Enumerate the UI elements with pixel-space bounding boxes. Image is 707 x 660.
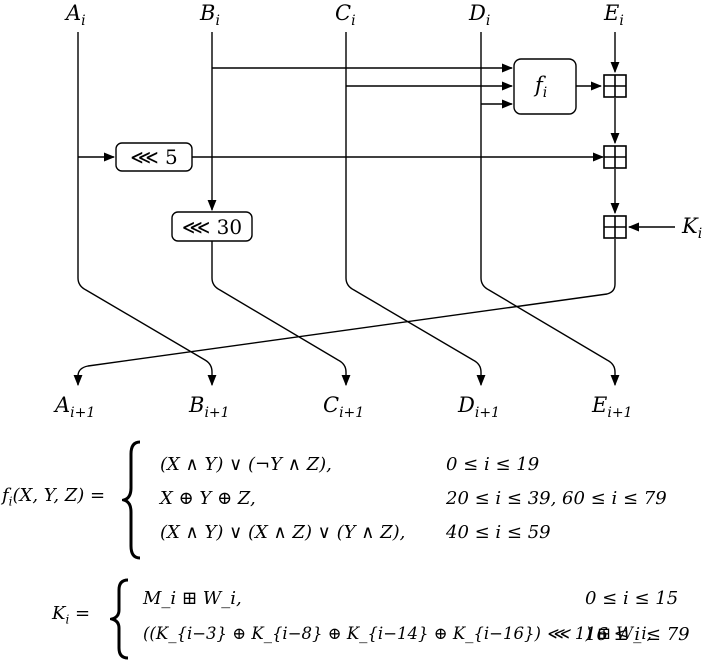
line-d (480, 32, 620, 387)
f-function-box: fi (513, 58, 577, 115)
f-box-label: fi (533, 73, 547, 101)
f-def-lhs: fi(X, Y, Z) = (2, 485, 106, 509)
output-label-e: Ei+1 (591, 393, 632, 421)
output-label-b: Bi+1 (188, 393, 230, 421)
f-case-3-expr: (X ∧ Y) ∨ (X ∧ Z) ∨ (Y ∧ Z), (160, 522, 406, 543)
output-label-c: Ci+1 (323, 393, 364, 421)
k-case-1-expr: M_i ⊞ W_i, (143, 588, 242, 609)
k-input-label: Ki (681, 214, 702, 242)
adder-3 (603, 215, 627, 239)
k-case-1-cond: 0 ≤ i ≤ 15 (585, 588, 679, 609)
adder-2 (603, 145, 627, 169)
f-case-2-cond: 20 ≤ i ≤ 39, 60 ≤ i ≤ 79 (446, 488, 667, 509)
k-def-lhs: Ki = (52, 603, 91, 627)
rotate-30-label: ⋘ 30 (182, 215, 242, 239)
output-labels: Ai+1 Bi+1 Ci+1 Di+1 Ei+1 (53, 393, 632, 421)
f-case-1-expr: (X ∧ Y) ∨ (¬Y ∧ Z), (160, 454, 332, 475)
input-label-e: Ei (603, 1, 624, 29)
k-case-2-expr: ((K_{i−3} ⊕ K_{i−8} ⊕ K_{i−14} ⊕ K_{i−16… (143, 624, 652, 643)
line-a (77, 32, 217, 387)
rotate-5-box: ⋘ 5 (115, 142, 193, 172)
f-case-3-cond: 40 ≤ i ≤ 59 (446, 522, 551, 543)
input-label-b: Bi (199, 1, 220, 29)
input-labels: Ai Bi Ci Di Ei (64, 1, 624, 29)
output-label-a: Ai+1 (53, 393, 95, 421)
f-case-1-cond: 0 ≤ i ≤ 19 (446, 454, 540, 475)
input-label-a: Ai (64, 1, 86, 29)
line-rot30-out (211, 241, 351, 387)
input-label-d: Di (468, 1, 490, 29)
f-def-brace (122, 440, 141, 560)
k-def-brace (110, 578, 129, 660)
output-label-d: Di+1 (457, 393, 500, 421)
f-case-2-expr: X ⊕ Y ⊕ Z, (160, 488, 256, 509)
rotate-5-label: ⋘ 5 (130, 145, 178, 169)
adder-1 (603, 74, 627, 98)
line-adder3-out (73, 239, 616, 387)
input-label-c: Ci (335, 1, 356, 29)
line-c (345, 32, 486, 387)
sha1-round-diagram: Ai Bi Ci Di Ei (53, 1, 702, 421)
k-case-2-cond: 16 ≤ i ≤ 79 (585, 624, 690, 645)
rotate-30-box: ⋘ 30 (171, 211, 253, 242)
